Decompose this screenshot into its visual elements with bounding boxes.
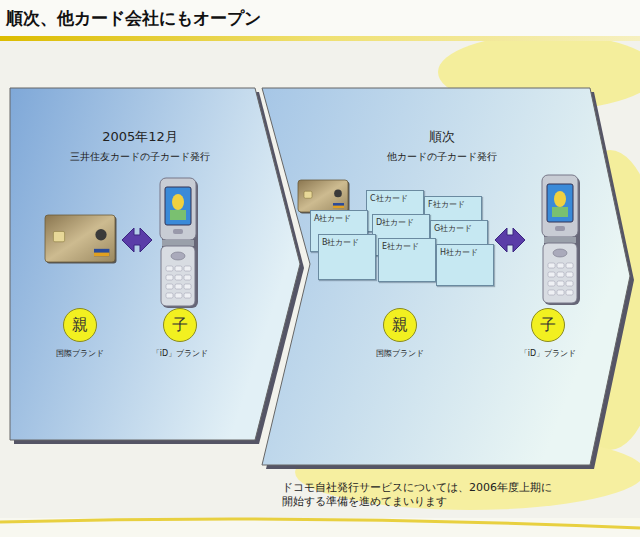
- panel-subheading: 三井住友カードの子カード発行: [30, 150, 250, 164]
- panel-heading: 2005年12月: [30, 128, 250, 146]
- card-label: B社カード: [319, 235, 375, 250]
- panel-header: 順次他カードの子カード発行: [322, 128, 562, 164]
- circle-badge: 子「iD」ブランド: [503, 308, 593, 359]
- panel-subheading: 他カードの子カード発行: [322, 150, 562, 164]
- title-banner: [0, 0, 640, 36]
- brand-label: 国際ブランド: [35, 348, 125, 359]
- brand-label: 「iD」ブランド: [135, 348, 225, 359]
- card-box: E社カード: [378, 238, 436, 282]
- card-label: H社カード: [437, 245, 493, 260]
- circle-shape: 親: [63, 308, 97, 342]
- card-box: B社カード: [318, 234, 376, 280]
- panel-fill: [262, 88, 630, 465]
- circle-badge: 親国際ブランド: [35, 308, 125, 359]
- brand-label: 「iD」ブランド: [503, 348, 593, 359]
- panel-fill: [10, 88, 300, 440]
- circle-shape: 親: [383, 308, 417, 342]
- card-label: F社カード: [425, 197, 481, 212]
- chevron-panel: 順次他カードの子カード発行 C社カードF社カード A社カード D社カードG社カード B社…: [262, 88, 630, 465]
- brand-label: 国際ブランド: [355, 348, 445, 359]
- circle-shape: 子: [531, 308, 565, 342]
- chevron-panel: 2005年12月三井住友カードの子カード発行親国際ブランド子「iD」ブランド: [10, 88, 300, 440]
- circle-text: 子: [172, 317, 188, 333]
- card-label: G社カード: [431, 221, 487, 236]
- card-label: D社カード: [373, 215, 429, 230]
- panel-heading: 順次: [322, 128, 562, 146]
- panel-header: 2005年12月三井住友カードの子カード発行: [30, 128, 250, 164]
- credit-card-image: [298, 180, 350, 214]
- slide-title: 順次、他カード会社にもオープン: [6, 7, 261, 30]
- double-arrow: [495, 228, 525, 252]
- mobile-phone-image: [160, 178, 198, 308]
- slide-note: ドコモ自社発行サービスについては、2006年度上期に開始する準備を進めてまいりま…: [282, 481, 554, 509]
- card-label: E社カード: [379, 239, 435, 254]
- circle-text: 親: [392, 317, 408, 333]
- footer-band: [0, 518, 640, 537]
- circle-text: 子: [540, 317, 556, 333]
- mobile-phone-image: [542, 175, 580, 305]
- circle-shape: 子: [163, 308, 197, 342]
- double-arrow: [122, 228, 152, 252]
- card-box: H社カード: [436, 244, 494, 286]
- title-rule: [0, 36, 640, 41]
- circle-badge: 親国際ブランド: [355, 308, 445, 359]
- card-label: C社カード: [367, 191, 423, 206]
- footer-rule: [0, 519, 640, 528]
- credit-card-image: [45, 215, 117, 264]
- card-label: A社カード: [311, 211, 367, 226]
- circle-badge: 子「iD」ブランド: [135, 308, 225, 359]
- circle-text: 親: [72, 317, 88, 333]
